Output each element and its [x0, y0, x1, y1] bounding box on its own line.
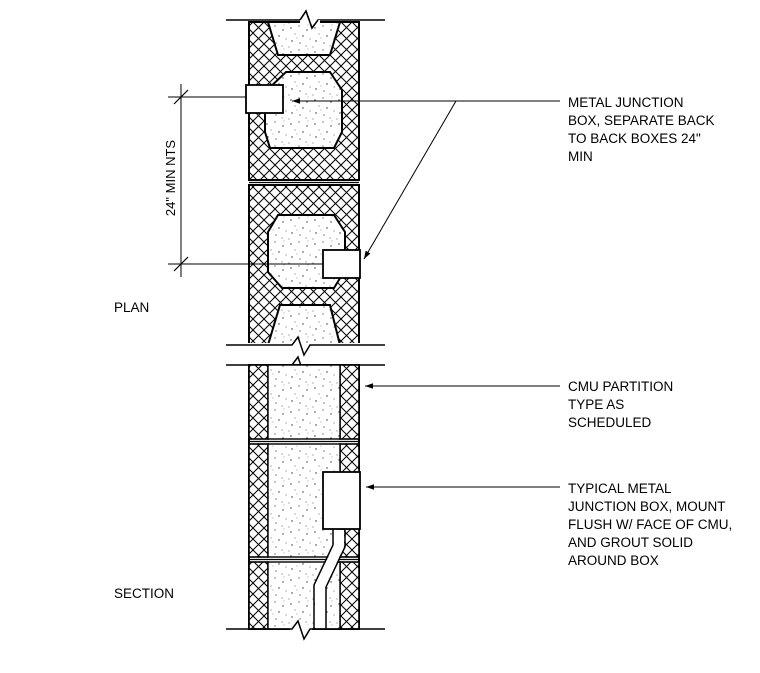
- conduit-right-edge: [325, 529, 346, 629]
- plan-view: [226, 9, 385, 363]
- junction-box-plan-right: [322, 249, 361, 279]
- note-line: FLUSH W/ FACE OF CMU,: [568, 517, 732, 532]
- note-line: BOX, SEPARATE BACK: [568, 113, 715, 128]
- note-line: SCHEDULED: [568, 415, 652, 430]
- plan-label: PLAN: [114, 300, 149, 315]
- dimension-24-min: 24" MIN NTS: [163, 84, 323, 277]
- dimension-label: 24" MIN NTS: [163, 140, 178, 216]
- junction-box-section: [322, 471, 361, 530]
- face-shell-right-1: [339, 364, 360, 440]
- note-partition: CMU PARTITION TYPE AS SCHEDULED: [568, 379, 673, 430]
- cmu-cell-bottom: [266, 304, 342, 346]
- break-line-plan-bottom: [226, 335, 385, 357]
- conduit-left-edge: [313, 529, 334, 629]
- face-shell-left-1: [248, 364, 269, 440]
- note-line: TYPE AS: [568, 397, 624, 412]
- section-view: [226, 355, 385, 641]
- note-typical-box: TYPICAL METAL JUNCTION BOX, MOUNT FLUSH …: [568, 481, 732, 568]
- leader-plan-box-bottom: [363, 100, 457, 260]
- grout-core-1: [267, 364, 341, 440]
- note-line: AND GROUT SOLID: [568, 535, 693, 550]
- dimension-tick-bottom: [173, 256, 189, 272]
- note-line: JUNCTION BOX, MOUNT: [568, 499, 726, 514]
- note-line: METAL JUNCTION: [568, 95, 684, 110]
- leaders: [292, 98, 560, 490]
- note-line: TO BACK BOXES 24": [568, 131, 701, 146]
- note-line: MIN: [568, 149, 593, 164]
- face-shell-left-2: [248, 443, 269, 558]
- face-shell-right-3: [339, 561, 360, 630]
- cmu-cell-top: [266, 21, 342, 56]
- note-back-to-back: METAL JUNCTION BOX, SEPARATE BACK TO BAC…: [568, 95, 715, 164]
- note-line: TYPICAL METAL: [568, 481, 672, 496]
- junction-box-plan-left: [245, 84, 284, 114]
- dimension-tick-top: [173, 89, 189, 105]
- note-line: AROUND BOX: [568, 553, 659, 568]
- break-line-bottom: [226, 619, 385, 641]
- section-label: SECTION: [114, 586, 174, 601]
- face-shell-left-3: [248, 561, 269, 630]
- note-line: CMU PARTITION: [568, 379, 673, 394]
